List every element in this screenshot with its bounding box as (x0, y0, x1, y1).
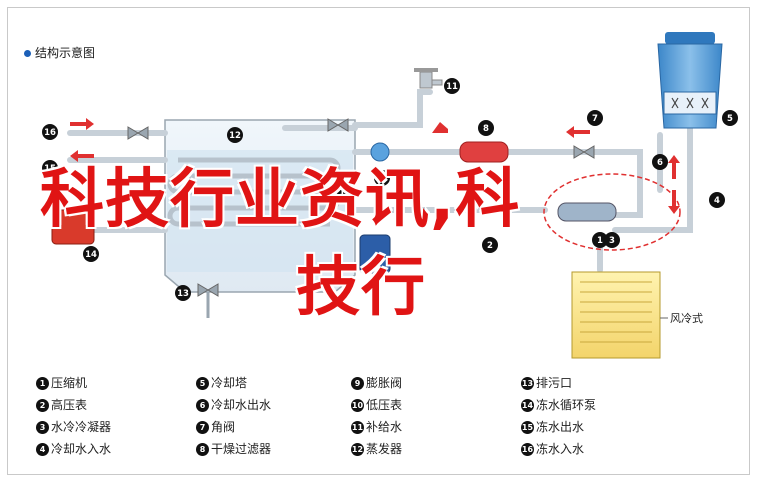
svg-text:14: 14 (85, 250, 97, 260)
legend-number-badge: 13 (521, 377, 534, 390)
svg-text:9: 9 (379, 174, 385, 184)
legend-label: 干燥过滤器 (211, 442, 272, 456)
legend-label: 冷却水入水 (51, 442, 112, 456)
legend-label: 排污口 (536, 376, 573, 390)
water-cooled-condenser-icon (557, 202, 617, 222)
svg-text:5: 5 (727, 114, 733, 124)
legend-number-badge: 2 (36, 399, 49, 412)
legend-number-badge: 8 (196, 443, 209, 456)
legend-number-badge: 5 (196, 377, 209, 390)
svg-text:11: 11 (446, 82, 458, 92)
legend-label: 冻水循环泵 (536, 398, 597, 412)
angle-valve-icon (573, 145, 595, 159)
condenser-highlight (543, 173, 681, 251)
title-bullet-icon (24, 50, 31, 57)
air-cooled-unit: 风冷式 (571, 271, 703, 359)
legend-label: 压缩机 (51, 376, 88, 390)
expansion-valve-icon (370, 142, 390, 162)
overlay-text-line-1: 科技行业资讯,科 (40, 163, 521, 237)
legend-number-badge: 9 (351, 377, 364, 390)
svg-text:15: 15 (44, 164, 56, 174)
legend-number-badge: 10 (351, 399, 364, 412)
svg-text:12: 12 (229, 131, 241, 141)
svg-text:4: 4 (714, 196, 720, 206)
svg-text:7: 7 (592, 114, 598, 124)
chilled-water-inlet-valve-icon (127, 126, 149, 140)
chilled-water-pump-icon (51, 209, 95, 245)
legend-label: 高压表 (51, 398, 88, 412)
air-cooled-label: 风冷式 (670, 312, 703, 325)
pipework (67, 89, 693, 273)
legend-number-badge: 1 (36, 377, 49, 390)
legend-label: 蒸发器 (366, 442, 403, 456)
legend-number-badge: 15 (521, 421, 534, 434)
svg-text:2: 2 (487, 241, 493, 251)
cooling-tower-icon (657, 32, 723, 129)
title-text: 结构示意图 (35, 46, 96, 60)
legend-number-badge: 6 (196, 399, 209, 412)
legend-number-badge: 4 (36, 443, 49, 456)
dryer-filter-icon (459, 141, 509, 163)
legend-number-badge: 11 (351, 421, 364, 434)
flow-arrows (70, 118, 680, 214)
legend-label: 冷却塔 (211, 376, 248, 390)
evaporator-tank (164, 119, 356, 318)
svg-text:3: 3 (609, 236, 615, 246)
svg-text:1: 1 (597, 236, 603, 246)
svg-text:6: 6 (657, 158, 663, 168)
overlay-text-line-2: 技行 (296, 251, 426, 325)
compressor-icon (359, 234, 391, 274)
legend-number-badge: 14 (521, 399, 534, 412)
svg-text:13: 13 (177, 289, 189, 299)
legend-number-badge: 16 (521, 443, 534, 456)
svg-text:10: 10 (339, 188, 351, 198)
legend-label: 补给水 (366, 420, 403, 434)
legend-label: 角阀 (211, 420, 236, 434)
legend-label: 低压表 (366, 398, 403, 412)
legend-number-badge: 3 (36, 421, 49, 434)
drain-valve-icon (197, 283, 219, 297)
component-markers: 1 2 3 4 5 6 7 8 9 10 11 12 13 14 15 16 (42, 78, 738, 301)
svg-text:16: 16 (44, 128, 56, 138)
diagram-title: 结构示意图 (24, 44, 95, 61)
legend-label: 水冷冷凝器 (51, 420, 112, 434)
legend-label: 膨胀阀 (366, 376, 403, 390)
legend-label: 冷却水出水 (211, 398, 272, 412)
legend-label: 冻水入水 (536, 442, 585, 456)
water-supply-faucet-icon (414, 68, 443, 89)
legend-number-badge: 12 (351, 443, 364, 456)
supply-valve-icon (327, 118, 349, 132)
legend-number-badge: 7 (196, 421, 209, 434)
legend-label: 冻水出水 (536, 420, 585, 434)
svg-text:8: 8 (483, 124, 489, 134)
